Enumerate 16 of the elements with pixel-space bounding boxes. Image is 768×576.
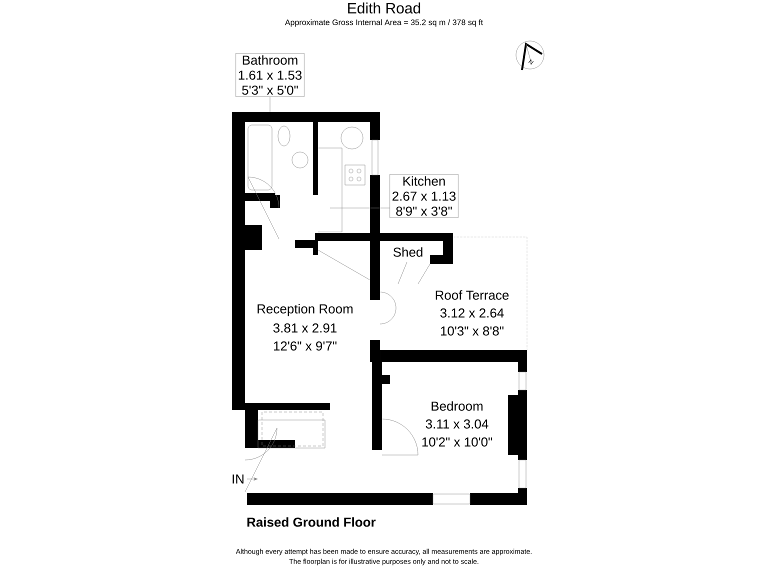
room-dimension: 12'6" x 9'7" <box>274 341 336 351</box>
room-name: Shed <box>393 247 422 257</box>
area-note: Approximate Gross Internal Area = 35.2 sq m / 378 sq ft <box>284 19 483 27</box>
room-label-box: Kitchen 2.67 x 1.13 8'9" x 3'8" <box>390 174 458 218</box>
room-dimension: 10'3" x 8'8" <box>440 326 504 336</box>
room-dimension: 3.11 x 3.04 <box>426 419 488 429</box>
room-label-box: Bathroom 1.61 x 1.53 5'3" x 5'0" <box>236 53 304 97</box>
room-dimension: 3.12 x 2.64 <box>440 308 504 318</box>
title: Edith Road <box>348 2 420 14</box>
entrance-label: IN <box>232 474 244 484</box>
room-dimension: 10'2" x 10'0" <box>422 437 492 447</box>
room-name: Reception Room <box>258 304 353 316</box>
room-name: Bedroom <box>432 401 483 411</box>
caption: Raised Ground Floor <box>247 517 376 527</box>
room-dimension: 3.81 x 2.91 <box>273 323 337 333</box>
room-name: Roof Terrace <box>436 290 509 300</box>
